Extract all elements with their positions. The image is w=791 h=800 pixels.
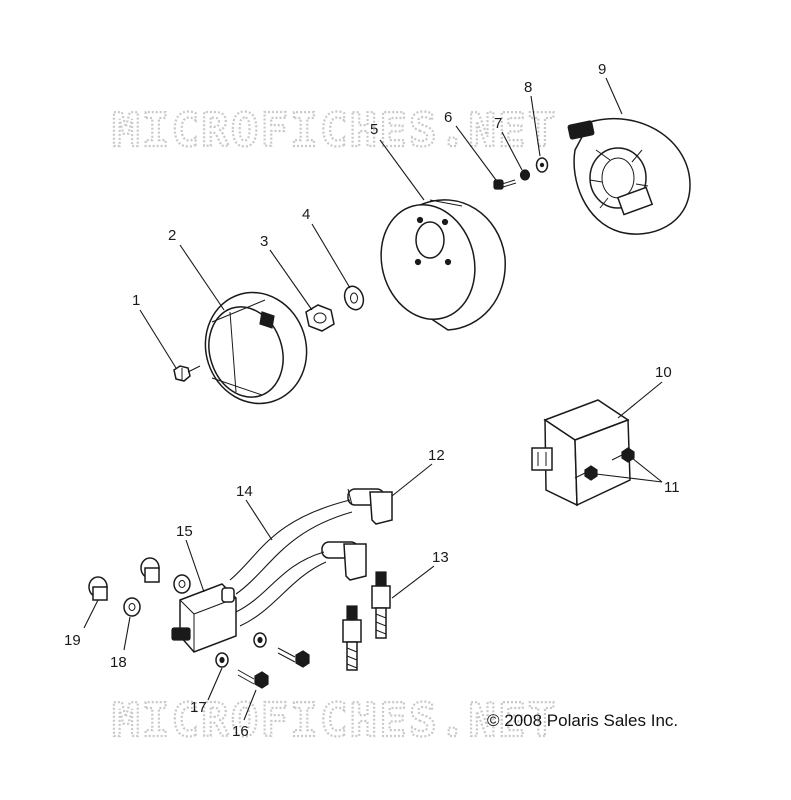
part-8-washer[interactable] xyxy=(535,157,549,173)
callout-5: 5 xyxy=(370,121,378,138)
callout-11: 11 xyxy=(664,479,680,496)
part-3-nut[interactable] xyxy=(305,304,335,332)
callout-15: 15 xyxy=(176,523,193,540)
part-4-washer[interactable] xyxy=(341,284,366,313)
callout-19: 19 xyxy=(64,632,81,649)
part-13-spark-plug[interactable] xyxy=(371,571,391,639)
part-13-spark-plug-2[interactable] xyxy=(342,605,362,671)
callout-2: 2 xyxy=(168,227,176,244)
copyright-notice: © 2008 Polaris Sales Inc. xyxy=(487,711,678,730)
callout-14: 14 xyxy=(236,483,253,500)
callout-labels: 1 2 3 4 5 6 7 8 9 10 11 12 13 14 15 16 1… xyxy=(64,61,680,740)
part-washer-a[interactable] xyxy=(173,574,191,594)
part-16-bolt[interactable] xyxy=(237,669,269,689)
callout-16: 16 xyxy=(232,723,249,740)
part-12-plug-cap-2[interactable] xyxy=(321,541,367,581)
part-1-bolt[interactable] xyxy=(173,365,201,382)
part-10-cdi-module[interactable] xyxy=(531,399,631,507)
part-15-ignition-coil[interactable] xyxy=(171,583,237,653)
callout-17: 17 xyxy=(190,699,207,716)
leader-lines xyxy=(83,77,663,721)
part-bushing-a[interactable] xyxy=(140,557,160,583)
callout-1: 1 xyxy=(132,292,140,309)
part-14-ht-leads[interactable] xyxy=(229,499,353,627)
callout-3: 3 xyxy=(260,233,268,250)
part-9-stator[interactable] xyxy=(567,117,691,235)
callout-8: 8 xyxy=(524,79,532,96)
part-2-rotor-cup[interactable] xyxy=(191,279,321,416)
part-12-plug-cap[interactable] xyxy=(347,488,393,525)
callout-12: 12 xyxy=(428,447,445,464)
callout-9: 9 xyxy=(598,61,606,78)
callout-13: 13 xyxy=(432,549,449,566)
part-19-bushing[interactable] xyxy=(88,576,108,601)
part-16-bolt-2[interactable] xyxy=(277,647,310,668)
callout-7: 7 xyxy=(494,115,502,132)
part-17-lock-washer[interactable] xyxy=(215,652,229,668)
part-18-washer[interactable] xyxy=(123,597,141,617)
part-6-screw[interactable] xyxy=(493,179,517,190)
callout-10: 10 xyxy=(655,364,672,381)
watermark-top: MICROFICHES.NET xyxy=(112,103,557,157)
part-5-flywheel[interactable] xyxy=(369,194,506,331)
part-17-lock-washer-2[interactable] xyxy=(253,632,267,648)
callout-4: 4 xyxy=(302,206,310,223)
watermark-bottom: MICROFICHES.NET xyxy=(112,693,557,747)
part-11-screws[interactable] xyxy=(574,447,635,481)
part-7-lock-washer[interactable] xyxy=(519,169,531,181)
callout-18: 18 xyxy=(110,654,127,671)
callout-6: 6 xyxy=(444,109,452,126)
